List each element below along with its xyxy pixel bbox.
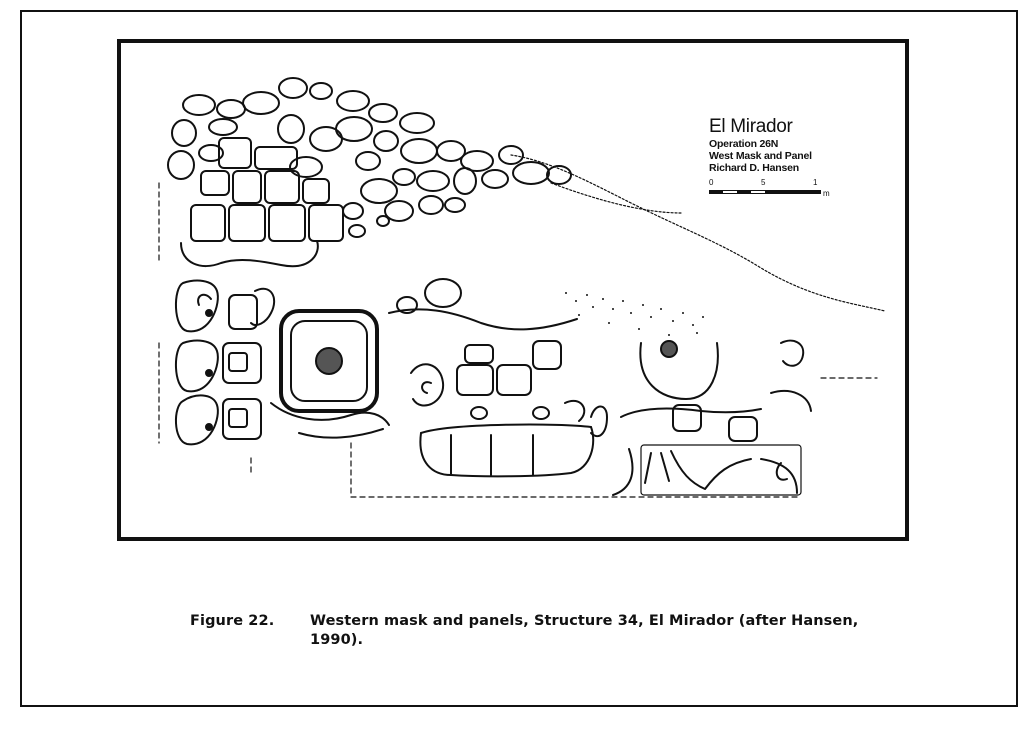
edge-lines xyxy=(158,182,878,498)
scale-unit: m xyxy=(823,189,830,198)
scale-bar: 0 5 1 m xyxy=(709,178,830,204)
caption-text: Western mask and panels, Structure 34, E… xyxy=(310,613,859,648)
subject-label: West Mask and Panel xyxy=(709,150,812,162)
rubble-stones xyxy=(167,77,572,242)
author-label: Richard D. Hansen xyxy=(709,162,799,174)
middle-mask xyxy=(388,278,608,478)
figure-panel: El Mirador Operation 26N West Mask and P… xyxy=(117,39,909,541)
operation-label: Operation 26N xyxy=(709,138,779,150)
mound-slope xyxy=(510,154,886,312)
mask-drawing xyxy=(158,77,886,498)
scale-bar-segment xyxy=(709,190,723,194)
central-eye-panel xyxy=(270,309,390,439)
scale-bar-segment xyxy=(765,190,821,194)
scale-label-start: 0 xyxy=(709,178,714,187)
site-title: El Mirador xyxy=(709,116,793,137)
right-mask xyxy=(612,339,812,496)
scale-label-mid: 5 xyxy=(761,178,766,187)
figure-legend: El Mirador Operation 26N West Mask and P… xyxy=(709,116,879,204)
scale-label-end: 1 xyxy=(813,178,818,187)
scale-bar-segment xyxy=(737,190,751,194)
stipple xyxy=(565,292,704,336)
left-mask xyxy=(174,240,319,446)
page-frame xyxy=(20,10,1018,707)
figure-number: Figure 22. xyxy=(190,613,275,629)
